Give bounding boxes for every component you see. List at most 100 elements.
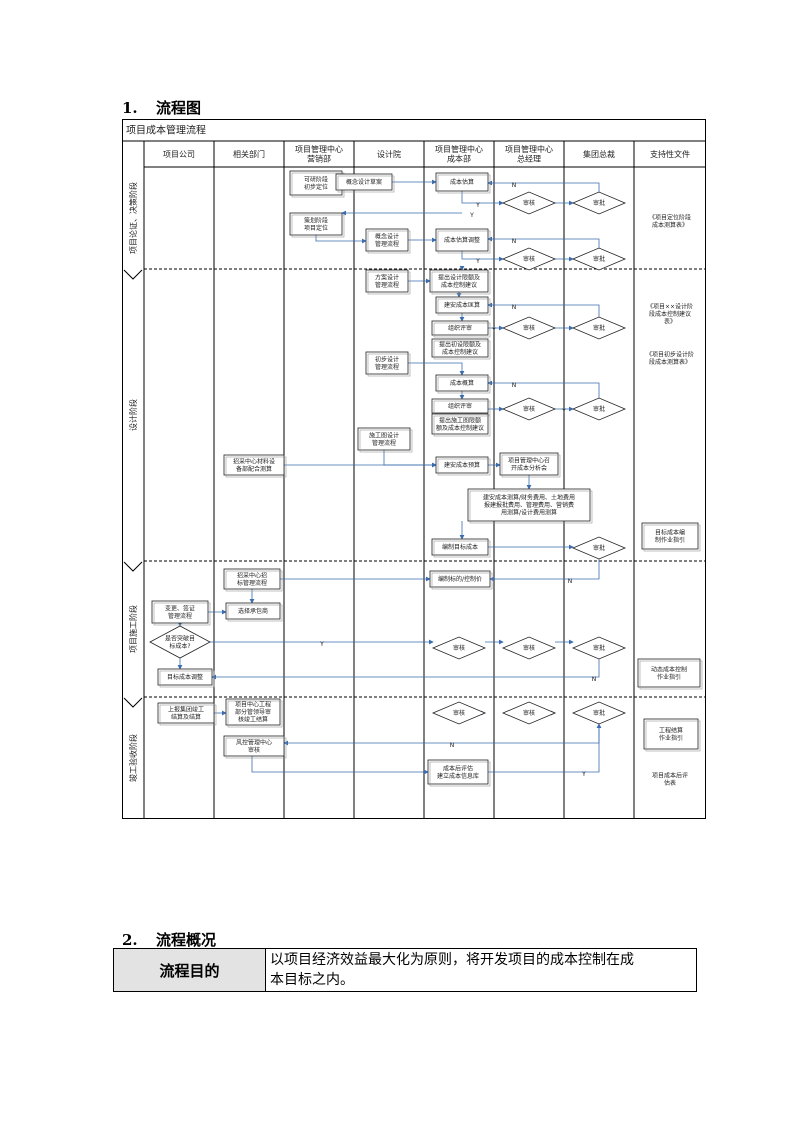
lane-header-3: 设计院 <box>377 149 401 159</box>
process-box-9 <box>431 320 489 336</box>
decision-label-6: 审核 <box>523 405 535 413</box>
process-label-10: 提出初设限额及成本控制建议 <box>439 340 481 356</box>
process-label-15: 施工图设计管理流程 <box>369 431 399 447</box>
lane-header-5: 项目管理中心总经理 <box>505 144 553 164</box>
decision-diamond-14 <box>501 701 557 725</box>
process-box-shadow <box>469 490 593 524</box>
support-doc-box-4 <box>637 658 701 688</box>
connector-22 <box>487 380 600 398</box>
process-box-shadow <box>437 376 491 394</box>
flow-label-1: Y <box>475 202 480 209</box>
decision-label-9: 是否突破目标成本? <box>165 634 195 650</box>
process-box-shadow <box>367 271 411 295</box>
support-doc-box-5 <box>643 718 699 750</box>
section-2-heading: 2. 流程概况 <box>122 929 216 950</box>
process-label-2: 成本估算 <box>450 178 474 186</box>
process-label-5: 成本估算调整 <box>444 236 480 244</box>
decision-label-1: 审批 <box>593 199 605 207</box>
support-doc-1: 《项目××设计阶段成本控制建议表》 <box>647 303 693 326</box>
decision-label-13: 审核 <box>453 709 465 717</box>
process-box-shadow <box>437 458 491 476</box>
section-2-title: 流程概况 <box>156 931 217 949</box>
process-box-shadow <box>367 230 411 254</box>
connector-8 <box>461 251 504 262</box>
process-box-shadow <box>433 322 491 338</box>
connector-44 <box>488 723 602 773</box>
decision-label-7: 审批 <box>593 405 605 413</box>
decision-label-11: 审核 <box>523 644 535 652</box>
process-box-16 <box>223 454 285 476</box>
process-box-15 <box>357 427 411 451</box>
process-box-shadow <box>431 271 491 295</box>
phase-chevron <box>123 269 143 280</box>
connector-17 <box>487 302 600 317</box>
support-doc-shadow <box>639 660 703 690</box>
process-box-shadow <box>431 572 493 590</box>
process-box-shadow <box>433 415 491 437</box>
flow-label-3: N <box>512 238 517 245</box>
process-label-28: 风控管理中心审核 <box>236 738 272 754</box>
process-label-23: 变更、签证管理流程 <box>165 604 195 620</box>
process-box-shadow <box>225 570 283 592</box>
flow-label-7: N <box>512 382 517 389</box>
flow-label-2: Y <box>469 212 474 219</box>
process-box-shadow <box>225 737 287 759</box>
process-label-12: 成本概算 <box>450 379 474 387</box>
section-1-title: 流程图 <box>156 99 202 117</box>
decision-diamond-2 <box>501 247 557 271</box>
decision-label-5: 审批 <box>593 324 605 332</box>
process-box-12 <box>435 374 489 392</box>
process-box-3 <box>289 212 343 236</box>
process-box-20 <box>431 538 489 556</box>
process-label-21: 招采中心招标管理流程 <box>237 571 267 587</box>
process-box-shadow <box>337 175 395 193</box>
process-label-6: 方案设计管理流程 <box>375 273 399 289</box>
process-purpose-label: 流程目的 <box>113 948 266 992</box>
process-box-shadow <box>433 540 491 558</box>
support-doc-0: 《项目定位阶段成本测算表》 <box>649 213 691 229</box>
process-box-8 <box>435 296 489 314</box>
decision-label-4: 审核 <box>523 324 535 332</box>
process-box-25 <box>157 668 213 686</box>
process-box-shadow <box>227 700 283 728</box>
process-box-shadow <box>359 429 413 453</box>
support-doc-shadow <box>645 720 701 752</box>
lane-header-0: 项目公司 <box>163 150 195 159</box>
decision-diamond-9 <box>149 625 211 659</box>
phase-label-0: 项目论证、决策阶段 <box>128 182 138 254</box>
process-box-shadow <box>433 340 491 360</box>
cost-management-flowchart: 项目成本管理流程项目公司相关部门项目管理中心营销部设计院项目管理中心成本部项目管… <box>122 119 706 819</box>
process-box-shadow <box>367 353 411 377</box>
process-box-13 <box>431 398 489 414</box>
process-label-25: 目标成本调整 <box>167 673 203 681</box>
lane-header-1: 相关部门 <box>233 149 265 159</box>
process-label-3: 策划阶段项目定位 <box>304 216 328 232</box>
decision-diamond-10 <box>431 636 487 660</box>
decision-diamond-7 <box>571 397 627 421</box>
decision-diamond-1 <box>571 191 627 215</box>
lane-header-7: 支持性文件 <box>650 149 690 159</box>
process-box-shadow <box>437 230 491 254</box>
phase-label-2: 项目施工阶段 <box>128 605 138 653</box>
process-box-19 <box>467 488 591 522</box>
decision-diamond-4 <box>501 316 557 340</box>
phase-chevron <box>123 561 143 572</box>
decision-diamond-5 <box>571 316 627 340</box>
flow-label-11: N <box>592 676 597 683</box>
process-box-1 <box>335 173 393 191</box>
process-label-9: 组织评审 <box>448 324 472 332</box>
process-purpose-line-2: 本目标之内。 <box>270 972 354 988</box>
process-box-shadow <box>153 602 211 626</box>
connector-29 <box>489 559 600 582</box>
flow-label-12: N <box>450 742 455 749</box>
process-box-18 <box>499 452 559 476</box>
process-label-29: 成本后评估建立成本信息库 <box>437 764 479 780</box>
support-doc-box-3 <box>641 522 699 550</box>
connector-2 <box>461 191 504 206</box>
process-box-shadow <box>227 604 283 622</box>
flowchart-frame <box>122 119 706 819</box>
section-2-number: 2. <box>122 931 138 949</box>
process-box-7 <box>429 269 489 293</box>
decision-label-3: 审批 <box>593 255 605 263</box>
flowchart-lanes: 项目成本管理流程项目公司相关部门项目管理中心营销部设计院项目管理中心成本部项目管… <box>122 119 706 819</box>
